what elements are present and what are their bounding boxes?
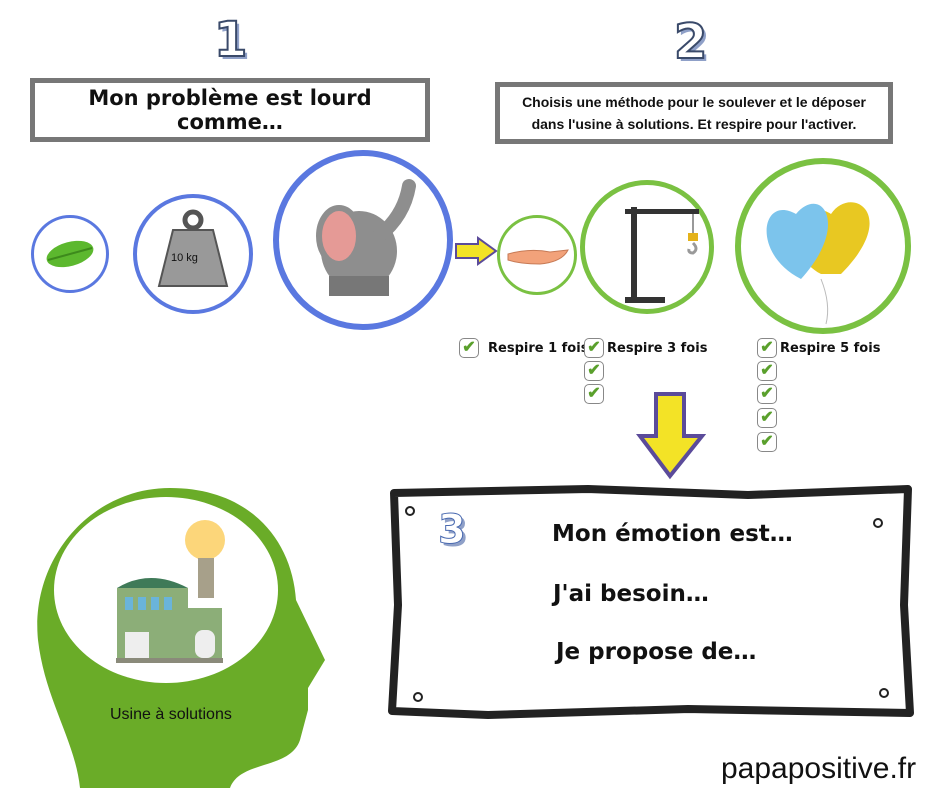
method-3-label: Respire 5 fois (780, 341, 881, 356)
elephant-icon (316, 179, 416, 296)
hand-method-circle (497, 215, 577, 295)
leaf-circle (31, 215, 109, 293)
step-2-number: 2 (673, 13, 708, 71)
breath-checkbox[interactable]: ✔ (757, 408, 777, 428)
instruction-line-1: Choisis une méthode pour le soulever et … (522, 94, 866, 110)
instruction-line-2: dans l'usine à solutions. Et respire pou… (531, 116, 857, 132)
balloons-method-circle (735, 158, 911, 334)
weight-circle: 10 kg (133, 194, 253, 314)
breath-checkbox[interactable]: ✔ (757, 432, 777, 452)
site-link[interactable]: papapositive.fr (721, 752, 917, 785)
step-2-instruction-box: Choisis une méthode pour le soulever et … (495, 82, 893, 144)
step-3-number: 3 (438, 507, 467, 554)
right-arrow-icon (455, 236, 498, 266)
head-silhouette (37, 488, 326, 788)
emotion-prompt: Mon émotion est… (552, 521, 793, 547)
leaf-icon (46, 240, 94, 268)
heart-balloons-icon (766, 202, 870, 325)
weight-label: 10 kg (171, 252, 198, 264)
breath-checkbox[interactable]: ✔ (584, 361, 604, 381)
method-1-label: Respire 1 fois (488, 341, 589, 356)
hand-icon (507, 249, 569, 265)
proposal-prompt: Je propose de… (556, 639, 757, 665)
breath-checkbox[interactable]: ✔ (757, 338, 777, 358)
breath-checkbox[interactable]: ✔ (757, 361, 777, 381)
method-2-label: Respire 3 fois (607, 341, 708, 356)
breath-checkbox[interactable]: ✔ (757, 384, 777, 404)
step-1-number: 1 (213, 11, 248, 69)
step-1-title: Mon problème est lourd comme… (88, 86, 372, 134)
head-label: Usine à solutions (110, 706, 232, 723)
crane-icon (625, 207, 699, 303)
elephant-circle (273, 150, 453, 330)
need-prompt: J'ai besoin… (553, 581, 709, 607)
breath-checkbox[interactable]: ✔ (584, 338, 604, 358)
breath-checkbox[interactable]: ✔ (584, 384, 604, 404)
factory-icon (116, 520, 225, 663)
down-arrow-icon (636, 392, 706, 480)
step-1-title-box: Mon problème est lourd comme… (30, 78, 430, 142)
breath-checkbox[interactable]: ✔ (459, 338, 479, 358)
crane-method-circle (580, 180, 714, 314)
weight-icon (157, 209, 229, 287)
step-3-frame (388, 485, 914, 719)
